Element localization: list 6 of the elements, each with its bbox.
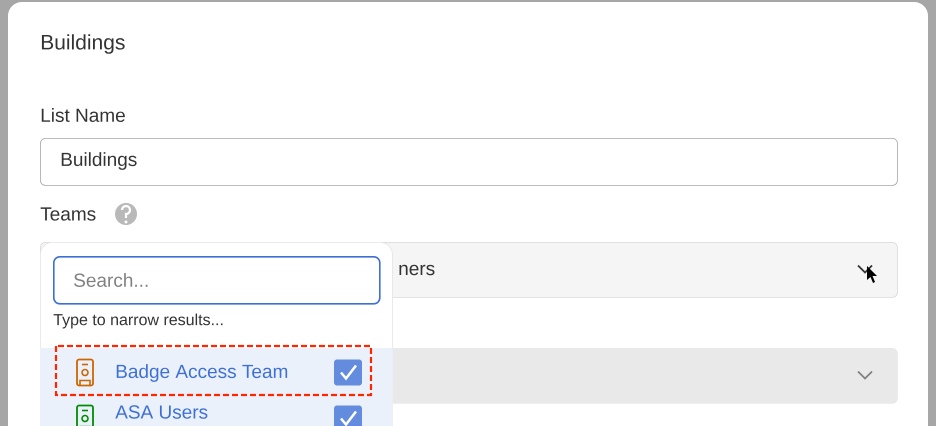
- team-option: ASA Users: [40, 397, 393, 426]
- team-option: Badge Access Team: [40, 348, 393, 398]
- search-field: Search...: [53, 256, 381, 305]
- text-field: Buildings: [40, 138, 898, 186]
- dialog-title: Buildings: [42, 34, 125, 54]
- field-label: Teams: [40, 207, 96, 221]
